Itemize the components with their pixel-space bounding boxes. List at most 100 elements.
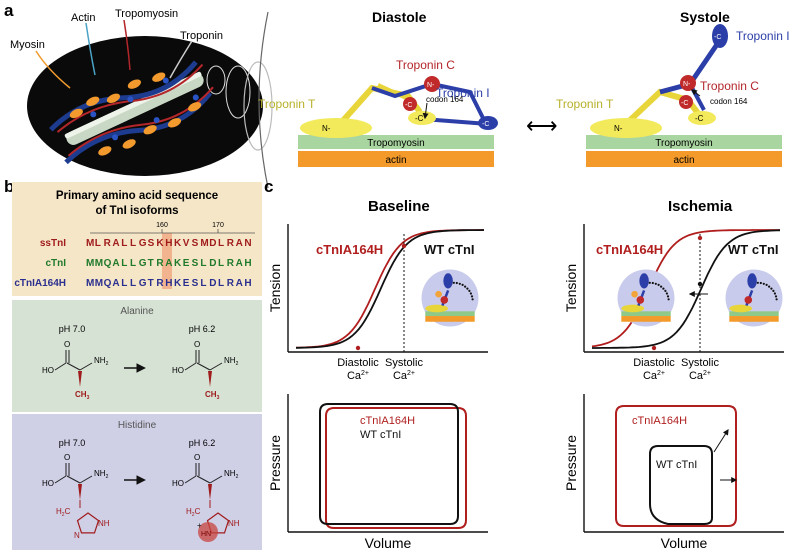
- sequence-box: [12, 182, 262, 296]
- sequence-residue: M: [86, 258, 94, 269]
- diastolic-point: [355, 345, 361, 351]
- diastole-codon-label: codon 164: [426, 95, 464, 104]
- inset-motion-dot: [775, 298, 778, 301]
- inset-motion-dot: [469, 292, 472, 295]
- inset-motion-dot: [470, 295, 474, 298]
- diastolic-label: Diastolic: [337, 357, 379, 369]
- systole-tropomyosin-label: Tropomyosin: [655, 138, 712, 149]
- mutant-pv-loop: [325, 407, 467, 529]
- inset-troponin-i: [747, 273, 757, 289]
- sequence-residue: A: [112, 278, 119, 289]
- inset-troponin-i: [639, 273, 649, 289]
- actin-pointer: [85, 22, 96, 76]
- methyl-label: CH3: [205, 390, 220, 401]
- oxygen-label: O: [194, 453, 200, 462]
- sequence-residue: M: [86, 238, 94, 249]
- systole-title: Systole: [680, 9, 730, 25]
- systole-actin-label: actin: [673, 155, 694, 166]
- hydroxyl-label: HO: [172, 366, 184, 375]
- systole-troponin-i-label: Troponin I: [736, 29, 790, 43]
- sequence-residue: L: [200, 278, 206, 289]
- tick-170: 170: [212, 222, 224, 229]
- ring-hn-label: HN: [201, 531, 211, 538]
- zoom-bracket: [258, 11, 269, 189]
- inset-motion-dot: [667, 298, 670, 301]
- sequence-residue: A: [112, 238, 119, 249]
- inset-motion-dot: [660, 285, 663, 288]
- diastolic-ca-charge: 2+: [361, 370, 369, 377]
- sequence-residue: R: [156, 278, 164, 289]
- sequence-residue: N: [244, 238, 251, 249]
- diastole-actin-bar: [298, 151, 494, 167]
- sequence-residue: L: [218, 238, 224, 249]
- sequence-residue: V: [183, 238, 190, 249]
- systole-troponin-c-label: Troponin C: [700, 79, 759, 93]
- systole-codon-label: codon 164: [710, 97, 748, 106]
- systolic-ca-label: Ca2+: [393, 370, 415, 382]
- sequence-residue: H: [165, 278, 172, 289]
- troponin-pointer: [169, 40, 193, 79]
- amine-label: NH2: [224, 469, 239, 480]
- sequence-residue: Q: [104, 258, 112, 269]
- label-actin: Actin: [71, 12, 95, 24]
- systole-tni-c-domain: [712, 24, 728, 48]
- mutant-pv-loop: [615, 405, 737, 527]
- ring-n-label: N: [74, 531, 80, 540]
- label-tropomyosin: Tropomyosin: [115, 8, 178, 20]
- inset-motion-dot: [759, 281, 762, 285]
- diastole-title: Diastole: [372, 9, 427, 25]
- alanine-box: [12, 300, 262, 412]
- diastolic-ca-label: Ca2+: [347, 370, 369, 382]
- inset-actin: [621, 316, 671, 322]
- systole-tnt-n: N-: [614, 124, 623, 133]
- bond: [66, 475, 81, 484]
- methylene-subscript: 2: [192, 512, 195, 518]
- inset-tropomyosin: [425, 311, 475, 317]
- bond: [184, 362, 197, 371]
- inset-motion-dot: [471, 298, 474, 301]
- ring-nh-label: NH: [98, 519, 110, 528]
- stereo-wedge: [208, 371, 212, 387]
- sequence-residue: R: [104, 238, 112, 249]
- sequence-title-line2: of TnI isoforms: [95, 205, 178, 217]
- sequence-residue: D: [209, 238, 216, 249]
- systole-tnt-c: -C: [695, 114, 704, 123]
- inset-motion-dot: [654, 282, 657, 285]
- inset-motion-dot: [774, 295, 778, 298]
- sequence-residue: K: [174, 278, 182, 289]
- systolic-ca-label: Ca2+: [689, 370, 711, 382]
- hydroxyl-label: HO: [172, 479, 184, 488]
- diastolic-point: [651, 345, 657, 351]
- diastole-troponin-c-label: Troponin C: [396, 58, 455, 72]
- label-myosin: Myosin: [10, 39, 45, 51]
- inset-calcium: [631, 290, 638, 298]
- methylene-label: H2C: [186, 507, 201, 518]
- sequence-residue: L: [218, 258, 224, 269]
- sequence-residue: H: [244, 258, 251, 269]
- sequence-residue: A: [112, 258, 119, 269]
- bond: [54, 362, 67, 371]
- inset-actin: [425, 316, 475, 322]
- tension-mutant-label: cTnIA164H: [316, 242, 383, 257]
- inset-motion-dot: [466, 287, 469, 290]
- sequence-residue: R: [227, 238, 235, 249]
- systole-tropomyosin-bar: [586, 135, 782, 149]
- pv-wt-label: WT cTnI: [360, 429, 401, 441]
- inset-motion-dot: [768, 285, 771, 288]
- sequence-title-line1: Primary amino acid sequence: [56, 190, 218, 202]
- tension-axis-label: Tension: [267, 264, 283, 312]
- diastole-actin-label: actin: [385, 155, 406, 166]
- bond: [184, 475, 197, 484]
- systolic-label: Systolic: [681, 357, 719, 369]
- inset-actin: [729, 316, 779, 322]
- methyl-subscript: 3: [217, 395, 220, 401]
- sequence-residue: A: [236, 258, 243, 269]
- sequence-residue: L: [130, 238, 136, 249]
- sequence-residue: D: [209, 258, 216, 269]
- sarcomere-illustration: [27, 36, 273, 176]
- diastole-tnc-n: N-: [427, 82, 435, 89]
- diastole-troponin-i-label: Troponin I: [436, 86, 490, 100]
